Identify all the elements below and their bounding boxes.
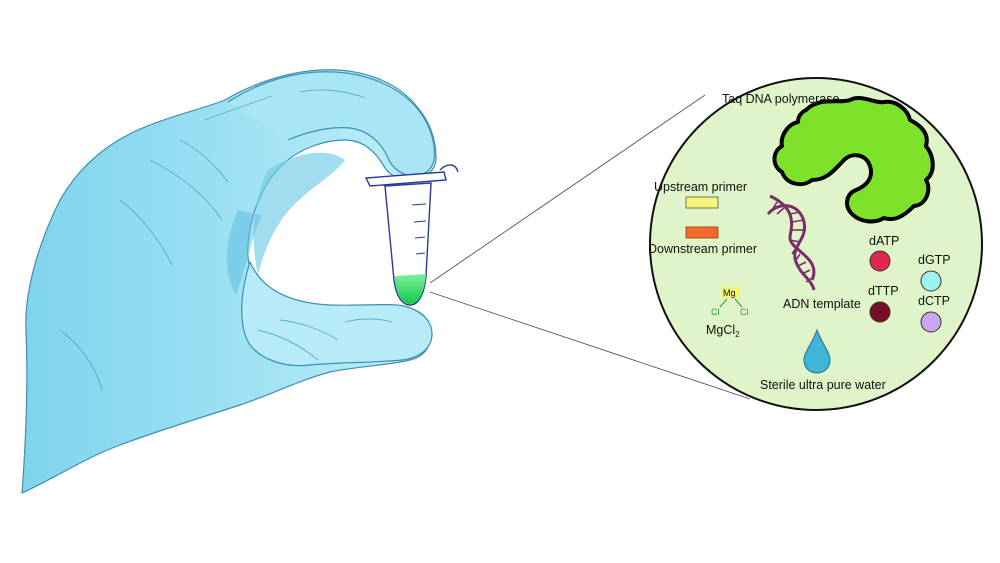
- glove-body: [21, 69, 437, 494]
- upstream-primer-label: Upstream primer: [654, 180, 747, 194]
- datp-label: dATP: [869, 234, 899, 248]
- downstream-primer-swatch: [685, 226, 719, 239]
- dgtp-label: dGTP: [918, 253, 951, 267]
- cl-atom-right: Cl: [740, 307, 749, 317]
- tube-liquid: [394, 274, 426, 304]
- zoom-lines: [429, 94, 751, 400]
- mgcl2-molecule: Mg Cl Cl: [711, 287, 749, 317]
- tube-cap: [364, 171, 447, 187]
- dttp-label: dTTP: [868, 284, 899, 298]
- cl-atom-left: Cl: [711, 307, 720, 317]
- mg-atom: Mg: [723, 288, 736, 298]
- glove-grip-shadow: [253, 152, 345, 275]
- mgcl2-text: MgCl: [706, 323, 735, 337]
- pcr-tube-icon: [364, 164, 459, 306]
- water-label: Sterile ultra pure water: [760, 378, 886, 392]
- dgtp-dot: [920, 270, 942, 292]
- glove-index-finger: [227, 71, 436, 177]
- upstream-primer-swatch: [685, 196, 719, 209]
- mgcl2-subscript: 2: [735, 330, 740, 339]
- glove-thumb: [241, 260, 433, 367]
- glove-knuckle-shadow: [226, 210, 262, 295]
- dttp-dot: [869, 301, 891, 323]
- glove-hand-icon: [21, 69, 437, 494]
- mgcl2-label: MgCl2: [706, 323, 740, 339]
- dctp-dot: [920, 311, 942, 333]
- polymerase-blob-icon: [772, 96, 935, 224]
- water-drop-icon: [803, 328, 831, 374]
- mg-highlight: [722, 287, 740, 298]
- dna-helix-icon: [766, 194, 816, 291]
- tube-cap-hinge: [439, 164, 459, 173]
- downstream-primer-label: Downstream primer: [648, 242, 757, 256]
- polymerase-label: Taq DNA polymerase: [722, 92, 839, 106]
- template-label: ADN template: [783, 297, 861, 311]
- tube-graduations: [411, 203, 427, 255]
- dctp-label: dCTP: [918, 294, 950, 308]
- glove-fold-lines: [59, 89, 393, 391]
- datp-dot: [869, 250, 891, 272]
